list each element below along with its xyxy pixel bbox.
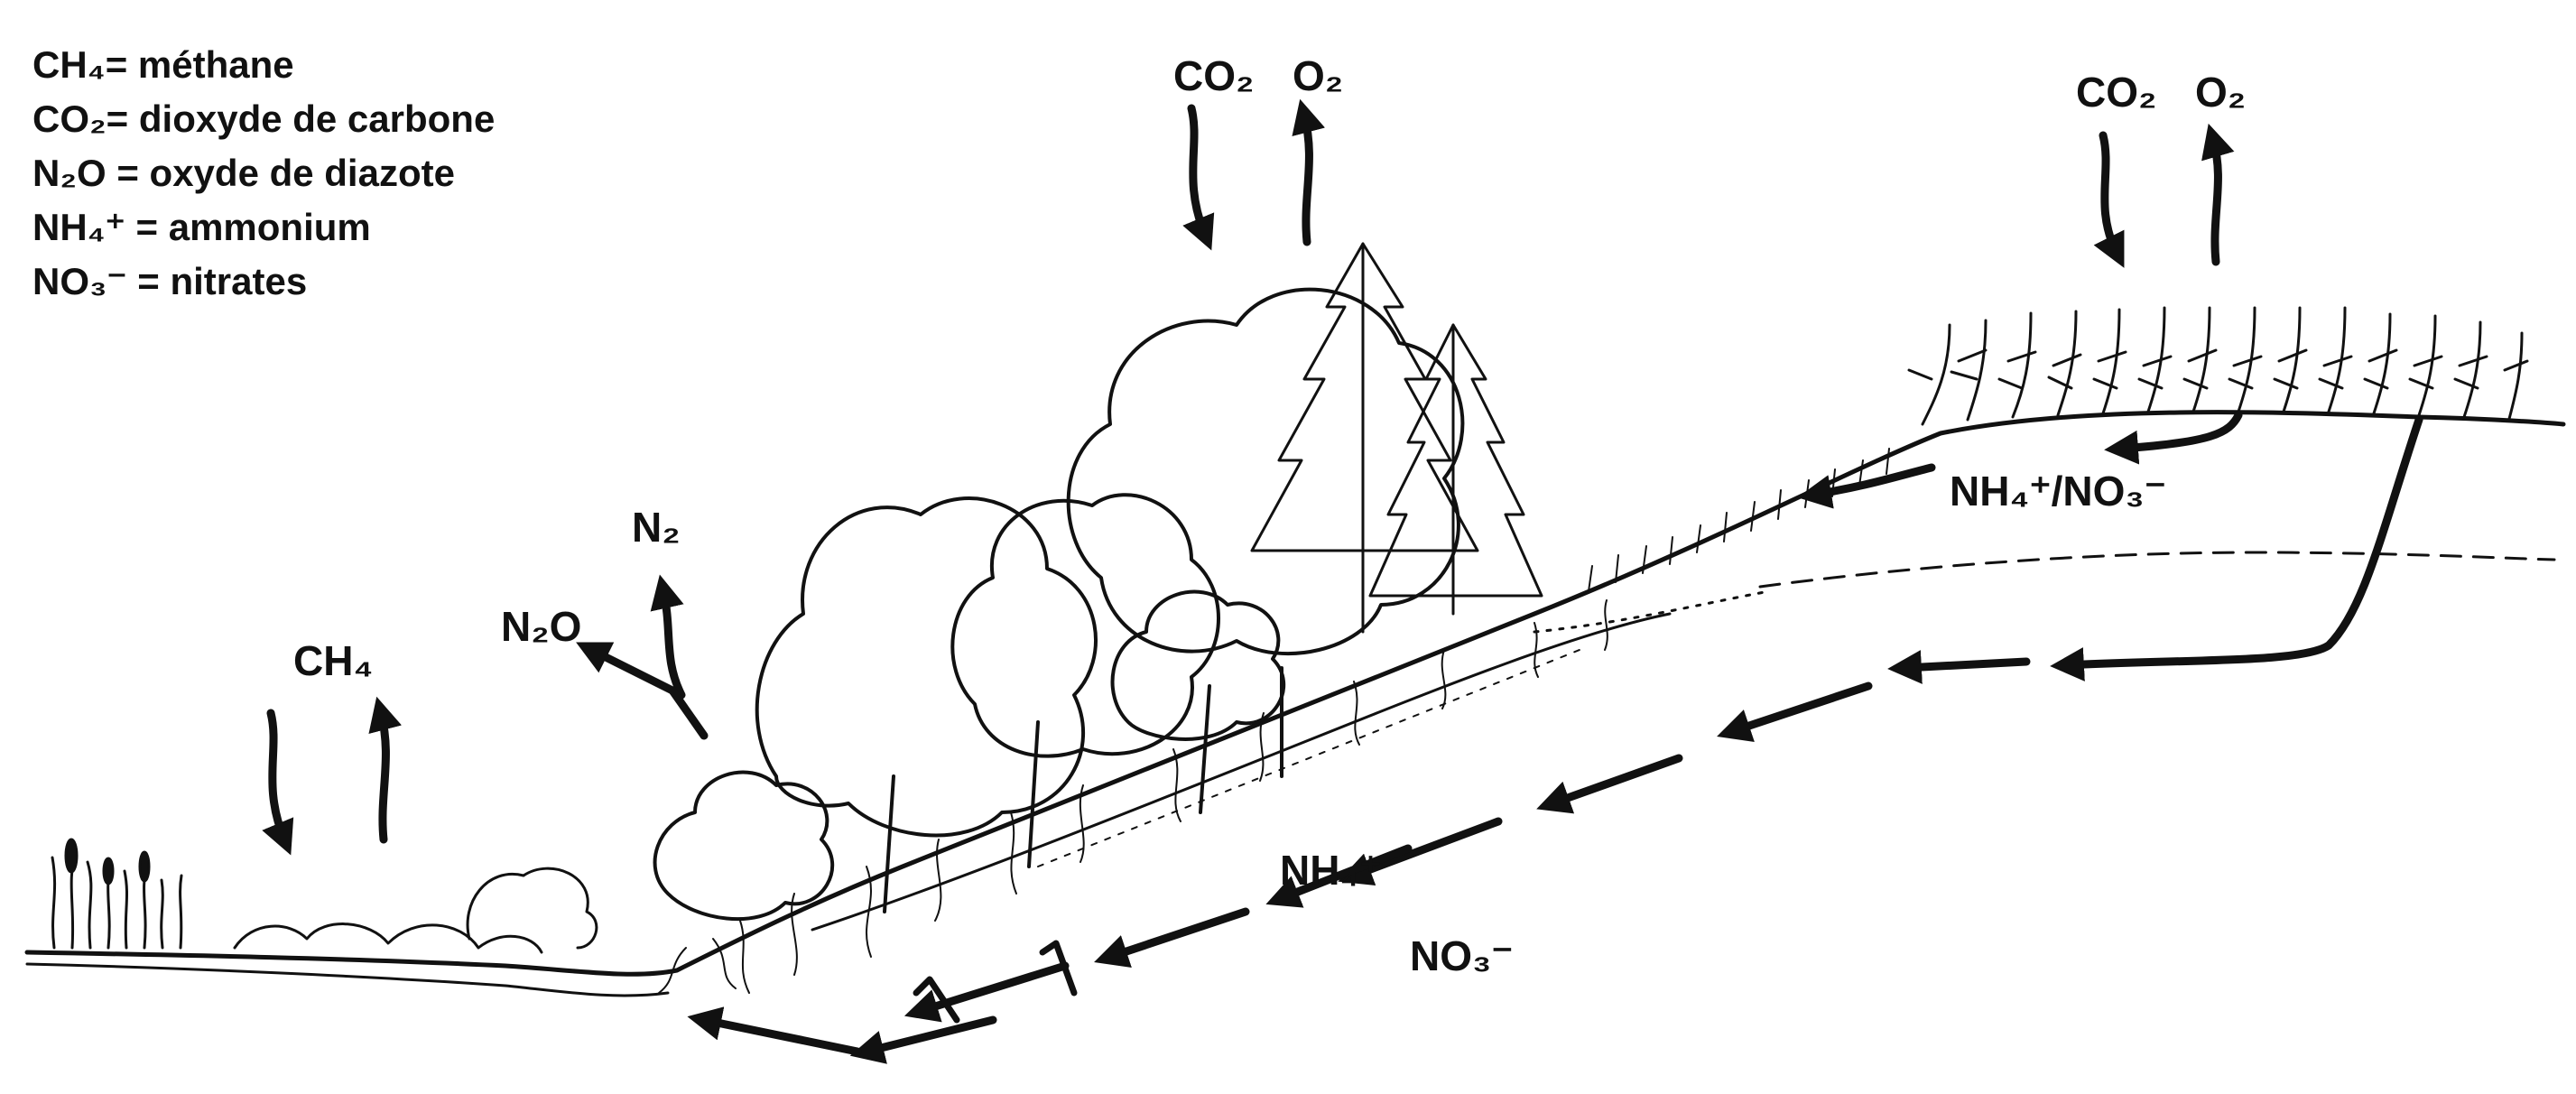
label-nh4: NH₄⁺	[1280, 847, 1382, 894]
legend-item-ch4: CH₄= méthane	[32, 43, 294, 86]
wetland-reeds	[51, 838, 598, 954]
grass-buffer	[1588, 448, 1890, 592]
legend-item-n2o: N₂O = oxyde de diazote	[32, 152, 455, 194]
forest-trees	[653, 287, 1465, 922]
label-o2-field: O₂	[2195, 69, 2246, 116]
legend-item-no3: NO₃⁻ = nitrates	[32, 260, 308, 302]
label-nh4-no3: NH₄⁺/NO₃⁻	[1950, 468, 2166, 515]
nutrient-flow-arrows	[687, 411, 2423, 1064]
co2-forest-arrow	[1182, 104, 1215, 251]
o2-field-arrow	[2201, 123, 2235, 266]
crop-field	[1907, 306, 2529, 426]
label-o2-forest: O₂	[1293, 52, 1343, 99]
denitrification-branches	[913, 940, 1078, 1024]
co2-field-arrow	[2093, 131, 2125, 268]
n-branch-stem	[668, 686, 709, 740]
legend: CH₄= méthane CO₂= dioxyde de carbone N₂O…	[32, 38, 495, 309]
n2o-arrow	[576, 642, 677, 695]
gas-flux-arrows	[262, 98, 2235, 856]
ch4-down-arrow	[262, 709, 294, 856]
label-co2-forest: CO₂	[1173, 52, 1254, 99]
n2-arrow	[650, 574, 686, 700]
o2-forest-arrow	[1292, 98, 1326, 246]
field-leach-arrow	[2050, 415, 2423, 681]
ch4-up-arrow	[368, 696, 403, 844]
legend-item-co2: CO₂= dioxyde de carbone	[32, 97, 496, 140]
label-n2: N₂	[632, 504, 681, 551]
label-ch4: CH₄	[293, 637, 373, 684]
legend-item-nh4: NH₄⁺ = ammonium	[32, 206, 371, 248]
tree-roots	[658, 599, 1608, 994]
ground-surface	[24, 410, 2566, 997]
label-no3: NO₃⁻	[1410, 932, 1514, 979]
surface-runoff-arrow	[1797, 463, 1936, 509]
soil-layers	[811, 551, 2556, 932]
conifer-trees	[1250, 242, 1543, 634]
label-n2o: N₂O	[501, 603, 581, 650]
field-runoff-arrow	[2104, 411, 2243, 465]
label-co2-field: CO₂	[2076, 69, 2156, 116]
